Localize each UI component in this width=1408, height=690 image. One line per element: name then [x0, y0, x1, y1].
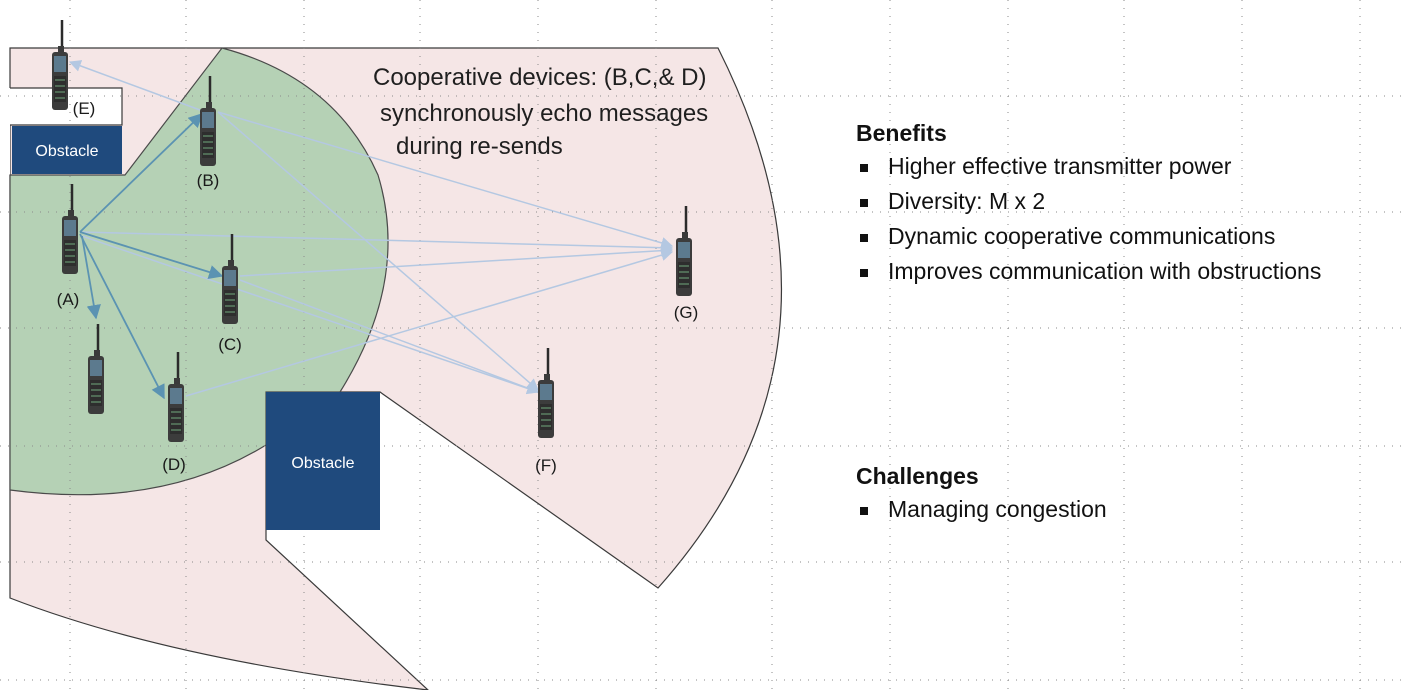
- device-label-f: (F): [535, 456, 557, 475]
- relay-arrows: [79, 112, 224, 400]
- device-label-c: (C): [218, 335, 242, 354]
- obstacle-bottom: Obstacle: [266, 392, 380, 530]
- bullet-icon: [860, 269, 868, 277]
- list-item: Managing congestion: [856, 492, 1107, 527]
- obstacle-label: Obstacle: [291, 455, 354, 472]
- list-item: Higher effective transmitter power: [856, 149, 1321, 184]
- list-item: Dynamic cooperative communications: [856, 219, 1321, 254]
- device-label-b: (B): [197, 171, 220, 190]
- bullet-icon: [860, 234, 868, 242]
- arrow-b-to-f: [217, 111, 539, 391]
- arrow-b-to-g: [217, 111, 674, 249]
- list-item: Improves communication with obstructions: [856, 254, 1321, 289]
- device-label-d: (D): [162, 455, 186, 474]
- device-label-e: (E): [73, 99, 96, 118]
- bullet-icon: [860, 199, 868, 207]
- challenge-text: Managing congestion: [888, 496, 1107, 522]
- arrow-d-to-g: [185, 249, 674, 397]
- arrow-b-to-e: [68, 60, 201, 111]
- benefit-text: Diversity: M x 2: [888, 188, 1046, 214]
- caption-line-1: Cooperative devices: (B,C,& D): [373, 64, 706, 91]
- arrow-c-to-g: [239, 244, 674, 277]
- caption-line-2: synchronously echo messages: [380, 100, 708, 127]
- list-item: Diversity: M x 2: [856, 184, 1321, 219]
- device-label-a: (A): [57, 290, 80, 309]
- challenges-list: Managing congestion: [856, 492, 1107, 527]
- benefits-panel: Benefits Higher effective transmitter po…: [856, 119, 1321, 289]
- benefit-text: Dynamic cooperative communications: [888, 223, 1276, 249]
- echo-arrows: [68, 60, 674, 397]
- benefits-title: Benefits: [856, 120, 947, 146]
- arrow-a-to-b: [79, 112, 204, 233]
- obstacle-top: Obstacle: [12, 126, 122, 174]
- arrow-a-to-f: [81, 235, 540, 395]
- bullet-icon: [860, 164, 868, 172]
- caption-line-3: during re-sends: [396, 133, 563, 160]
- benefits-list: Higher effective transmitter power Diver…: [856, 149, 1321, 289]
- bullet-icon: [860, 507, 868, 515]
- challenges-panel: Challenges Managing congestion: [856, 462, 1107, 527]
- device-label-g: (G): [674, 303, 699, 322]
- obstacle-label: Obstacle: [35, 143, 98, 160]
- arrow-a-to-c: [79, 231, 224, 280]
- benefit-text: Improves communication with obstructions: [888, 258, 1322, 284]
- radio-icon-e: [50, 18, 70, 112]
- arrow-a-to-g: [79, 231, 674, 254]
- challenges-title: Challenges: [856, 463, 979, 489]
- arrow-a-to-d: [79, 233, 165, 400]
- arrow-a-to-down: [81, 235, 101, 320]
- benefit-text: Higher effective transmitter power: [888, 153, 1232, 179]
